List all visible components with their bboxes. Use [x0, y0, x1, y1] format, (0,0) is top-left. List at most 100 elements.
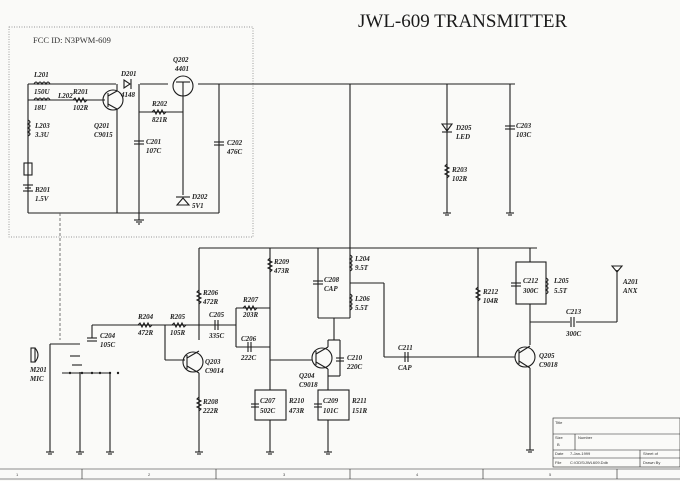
C206-value: 222C — [240, 354, 257, 362]
C204-ref: C204 — [100, 332, 116, 340]
R204-ref: R204 — [137, 313, 154, 321]
C213-value: 300C — [565, 330, 582, 338]
D201-value: 4148 — [120, 91, 136, 99]
R207-ref: R207 — [242, 296, 259, 304]
resistor-R207: R207 203R — [242, 296, 259, 319]
L204-value: 9.5T — [355, 264, 369, 272]
resistor-R205: R205 105R — [169, 313, 187, 337]
R205-ref: R205 — [169, 313, 186, 321]
L205-ref: L205 — [553, 277, 569, 285]
A201-value: ANX — [622, 287, 638, 295]
C201-ref: C201 — [146, 138, 161, 146]
capacitor-C207: C207 502C — [251, 397, 276, 415]
capacitor-C210: C210 220C — [336, 354, 363, 371]
Q201-value: C9015 — [94, 131, 113, 139]
R203-ref: R203 — [451, 166, 468, 174]
title-block-size-value: B — [557, 442, 560, 447]
resistor-R204: R204 472R — [137, 313, 154, 337]
capacitor-C204: C204 105C — [87, 332, 116, 349]
C202-value: 476C — [226, 148, 243, 156]
Q203-value: C9014 — [205, 367, 224, 375]
Q204-ref: Q204 — [299, 372, 315, 380]
switch-assembly — [49, 343, 120, 452]
L206-ref: L206 — [354, 295, 370, 303]
transistor-Q204: Q204 C9018 — [299, 346, 333, 389]
capacitor-C202: C202 476C — [214, 139, 243, 156]
D205-ref: D205 — [455, 124, 472, 132]
Q204-value: C9018 — [299, 381, 318, 389]
Q202-ref: Q202 — [173, 56, 189, 64]
ground-symbol — [134, 213, 144, 225]
C212-value: 300C — [522, 287, 539, 295]
D205-value: LED — [455, 133, 470, 141]
R210-ref: R210 — [288, 397, 305, 405]
capacitor-C206: C206 222C — [240, 335, 257, 362]
R205-value: 105R — [170, 329, 186, 337]
capacitor-C203: C203 103C — [505, 122, 532, 139]
R203-value: 102R — [452, 175, 468, 183]
title-block-drawn-label: Drawn By — [643, 460, 660, 465]
transistor-Q203: Q203 C9014 — [182, 350, 224, 375]
transistor-Q201: Q201 C9015 — [94, 89, 124, 139]
inductor-L206: L206 5.5T — [348, 293, 370, 312]
zone-5: 5 — [549, 472, 552, 477]
R212-ref: R212 — [482, 288, 499, 296]
R211-value: 151R — [352, 407, 368, 415]
Q201-ref: Q201 — [94, 122, 110, 130]
Q202-value: 4401 — [174, 65, 189, 73]
title-block: Title Size B Number Date 7-Jan-1999 File… — [552, 417, 680, 468]
zone-4: 4 — [416, 472, 419, 477]
Q205-ref: Q205 — [539, 352, 555, 360]
C211-ref: C211 — [398, 344, 413, 352]
resistor-R203: R203 102R — [443, 163, 468, 183]
L205-value: 5.5T — [554, 287, 568, 295]
R209-value: 473R — [273, 267, 290, 275]
capacitor-C213: C213 300C — [565, 308, 582, 338]
C205-value: 335C — [208, 332, 225, 340]
rf-section: R206 472R R209 473R R207 203R R204 472R … — [29, 213, 638, 455]
R202-value: 821R — [152, 116, 168, 124]
C203-ref: C203 — [516, 122, 532, 130]
title-block-file-value: C:\ODS\JWL609.Ddb — [570, 460, 609, 465]
inductor-L205: L205 5.5T — [544, 277, 569, 295]
L201-value: 150U — [34, 88, 51, 96]
inductor-L204: L204 9.5T — [348, 254, 370, 272]
L204-ref: L204 — [354, 255, 370, 263]
B201-ref: B201 — [34, 186, 50, 194]
C207-value: 502C — [260, 407, 276, 415]
C201-value: 107C — [146, 147, 162, 155]
title-block-sheet-label: Sheet of — [643, 451, 659, 456]
R208-value: 222R — [202, 407, 219, 415]
resistor-R201: R201 102R — [72, 88, 89, 112]
C209-value: 101C — [323, 407, 339, 415]
inductor-L203: L203 3.3U — [26, 119, 50, 139]
capacitor-C211: C211 CAP — [398, 344, 413, 372]
R207-value: 203R — [242, 311, 259, 319]
title-block-file-label: File — [555, 460, 562, 465]
transistor-Q205: Q205 C9018 — [514, 345, 558, 369]
title-block-date-label: Date — [555, 451, 564, 456]
fcc-id-label: FCC ID: N3PWM-609 — [33, 35, 111, 45]
L203-value: 3.3U — [34, 131, 50, 139]
D202-ref: D202 — [191, 193, 208, 201]
resistor-R211: R211 151R — [351, 397, 368, 415]
R210-value: 473R — [288, 407, 305, 415]
L202-value: 18U — [34, 104, 47, 112]
L206-value: 5.5T — [355, 304, 369, 312]
fcc-module-box: FCC ID: N3PWM-609 — [8, 26, 254, 238]
transistor-Q202: Q202 4401 — [172, 56, 194, 97]
zone-1: 1 — [16, 472, 19, 477]
border-zone-strip: 1 2 3 4 5 — [0, 468, 680, 480]
C205-ref: C205 — [209, 311, 225, 319]
R201-value: 102R — [73, 104, 89, 112]
C210-ref: C210 — [347, 354, 363, 362]
L203-ref: L203 — [34, 122, 50, 130]
title-block-title-label: Title — [555, 420, 563, 425]
title-block-number-label: Number — [578, 435, 593, 440]
title-block-date-value: 7-Jan-1999 — [570, 451, 591, 456]
diode-D201: D201 4148 — [120, 70, 137, 99]
battery-B201: B201 1.5V — [23, 184, 50, 203]
zone-2: 2 — [148, 472, 151, 477]
R212-value: 104R — [483, 297, 499, 305]
